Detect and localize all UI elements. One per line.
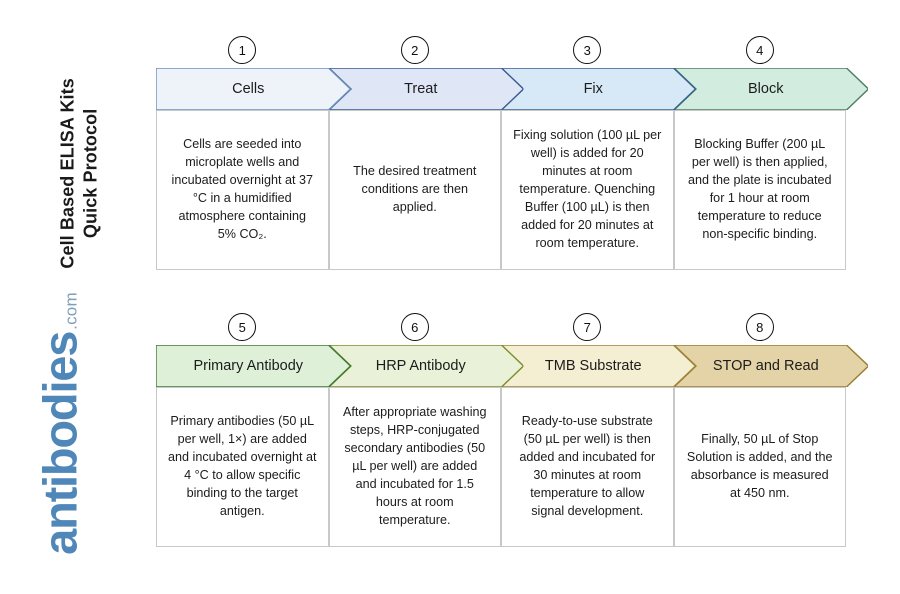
step-chevron-7[interactable]: TMB Substrate [501, 345, 696, 387]
step-chevron-3[interactable]: Fix [501, 68, 696, 110]
brand-name: antibodies [33, 331, 87, 555]
step-description-panel-6: After appropriate washing steps, HRP-con… [328, 387, 501, 547]
protocol-row-1: 1 2 3 4 Cells Treat Fix Block Cells are seeded… [156, 36, 868, 270]
step-description-panel-8: Finally, 50 µL of Stop Solution is added… [673, 387, 846, 547]
step-number: 2 [411, 42, 419, 58]
step-description-panel-1: Cells are seeded into microplate wells a… [156, 110, 329, 270]
description-panel-strip: Primary antibodies (50 µL per well, 1×) … [156, 387, 846, 547]
step-description-text: Cells are seeded into microplate wells a… [171, 137, 313, 241]
step-number: 7 [583, 319, 591, 335]
chevron-strip: Cells Treat Fix Block [156, 68, 868, 110]
step-number: 3 [583, 42, 591, 58]
step-number-badge-6: 6 [400, 313, 429, 341]
chevron-shape-icon [673, 68, 868, 110]
step-chevron-1[interactable]: Cells [156, 68, 351, 110]
step-badge-strip: 1 2 3 4 [156, 36, 846, 68]
step-label: Primary Antibody [193, 358, 304, 374]
step-description-text: Primary antibodies (50 µL per well, 1×) … [168, 414, 317, 518]
step-number-badge-2: 2 [400, 36, 429, 64]
brand-tld: .com [61, 292, 81, 330]
step-chevron-4[interactable]: Block [673, 68, 868, 110]
step-number-badge-4: 4 [745, 36, 774, 64]
step-number: 4 [756, 42, 764, 58]
step-description-panel-3: Fixing solution (100 µL per well) is add… [501, 110, 674, 270]
step-number: 1 [238, 42, 246, 58]
step-description-text: After appropriate washing steps, HRP-con… [342, 405, 487, 527]
step-badge-strip: 5 6 7 8 [156, 313, 846, 345]
step-chevron-6[interactable]: HRP Antibody [328, 345, 523, 387]
step-label: TMB Substrate [544, 358, 642, 374]
step-description-text: Finally, 50 µL of Stop Solution is added… [686, 432, 833, 500]
step-description-text: Ready-to-use substrate (50 µL per well) … [519, 414, 656, 518]
chevron-strip: Primary Antibody HRP Antibody TMB Substrat… [156, 345, 868, 387]
chevron-shape-icon [501, 345, 696, 387]
step-description-panel-4: Blocking Buffer (200 µL per well) is the… [673, 110, 846, 270]
step-number-badge-3: 3 [573, 36, 602, 64]
step-number-badge-1: 1 [228, 36, 257, 64]
chevron-shape-icon [673, 345, 868, 387]
step-number: 8 [756, 319, 764, 335]
step-label: Treat [404, 81, 438, 97]
step-number: 6 [411, 319, 419, 335]
page-title-text: Cell Based ELISA Kits Quick Protocol [57, 78, 101, 269]
chevron-shape-icon [328, 68, 523, 110]
step-label: Cells [232, 81, 265, 97]
step-chevron-2[interactable]: Treat [328, 68, 523, 110]
step-number-badge-7: 7 [573, 313, 602, 341]
left-rail: Cell Based ELISA Kits Quick Protocol ant… [0, 0, 152, 594]
step-label: Block [748, 81, 784, 97]
step-description-text: Blocking Buffer (200 µL per well) is the… [687, 137, 832, 241]
step-chevron-5[interactable]: Primary Antibody [156, 345, 351, 387]
step-number-badge-8: 8 [745, 313, 774, 341]
step-description-panel-2: The desired treatment conditions are the… [328, 110, 501, 270]
step-description-text: The desired treatment conditions are the… [353, 164, 477, 214]
step-label: HRP Antibody [375, 358, 466, 374]
chevron-shape-icon [328, 345, 523, 387]
description-panel-strip: Cells are seeded into microplate wells a… [156, 110, 846, 270]
chevron-shape-icon [501, 68, 696, 110]
protocol-row-2: 5 6 7 8 Primary Antibody HRP Antibody TMB Sub… [156, 313, 868, 547]
brand-logo: antibodies.com [33, 269, 87, 579]
step-number-badge-5: 5 [228, 313, 257, 341]
step-description-text: Fixing solution (100 µL per well) is add… [513, 128, 662, 250]
chevron-shape-icon [156, 68, 351, 110]
step-chevron-8[interactable]: STOP and Read [673, 345, 868, 387]
step-label: Fix [583, 81, 603, 97]
step-description-panel-5: Primary antibodies (50 µL per well, 1×) … [156, 387, 329, 547]
step-label: STOP and Read [712, 358, 819, 374]
chevron-shape-icon [156, 345, 351, 387]
step-number: 5 [238, 319, 246, 335]
step-description-panel-7: Ready-to-use substrate (50 µL per well) … [501, 387, 674, 547]
